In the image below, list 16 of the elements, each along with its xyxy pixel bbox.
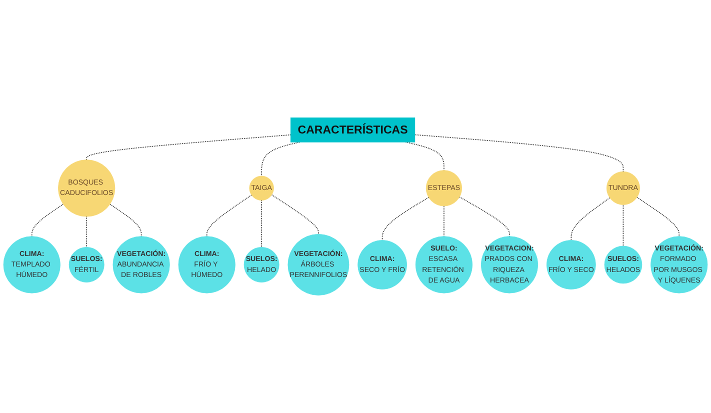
connector: [86, 216, 88, 248]
connector: [414, 134, 624, 172]
connector: [636, 196, 680, 237]
connector: [570, 197, 610, 241]
connector: [622, 204, 624, 246]
node-box: CARACTERÍSTICAS: [290, 118, 416, 142]
connector: [31, 204, 64, 237]
connector: [110, 204, 142, 237]
connector: [206, 194, 252, 237]
connector: [405, 142, 444, 171]
connector: [86, 134, 292, 160]
connector: [271, 194, 319, 235]
connector: [382, 196, 430, 241]
connector: [459, 196, 510, 237]
connector: [261, 142, 300, 176]
connector: [261, 200, 262, 248]
